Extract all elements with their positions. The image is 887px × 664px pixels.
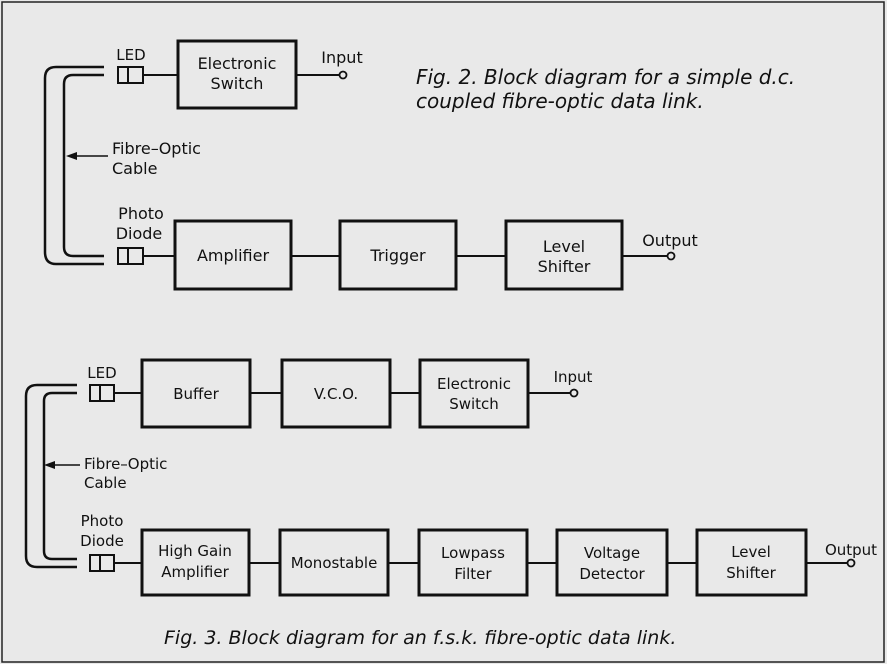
- fig2-trigger-label: Trigger: [369, 246, 426, 265]
- fig2-input-terminal: [338, 70, 348, 80]
- fig2-caption-line-1: Fig. 2. Block diagram for a simple d.c.: [416, 65, 795, 89]
- fig3-lowpass-filter-block: [417, 528, 529, 597]
- fig2-output-terminal: [666, 251, 676, 261]
- fig2-switch-label-1: Electronic: [198, 54, 277, 73]
- fig3-lowpass-label-2: Filter: [454, 565, 492, 583]
- fig3-switch-label-1: Electronic: [437, 375, 511, 393]
- fig3-led-label: LED: [87, 364, 116, 382]
- fig3-cable-label-1: Fibre–Optic: [84, 455, 167, 473]
- fig3-electronic-switch-block: [418, 358, 530, 429]
- fig2-photodiode-label-1: Photo: [118, 204, 164, 223]
- fig3-photodiode-icon: [89, 554, 115, 572]
- fig2-level-shifter-label-2: Shifter: [538, 257, 591, 276]
- fig2-led-label: LED: [116, 46, 145, 64]
- fig2-switch-label-2: Switch: [211, 74, 264, 93]
- fig3-hg-amp-label-2: Amplifier: [161, 563, 229, 581]
- fig3-voltage-detector-block: [555, 528, 669, 597]
- fig3-voltage-detector-label-1: Voltage: [584, 544, 640, 562]
- fig3-caption: Fig. 3. Block diagram for an f.s.k. fibr…: [164, 627, 676, 649]
- fig3-monostable-label: Monostable: [291, 554, 378, 572]
- fig2-photodiode-icon: [117, 247, 144, 265]
- fig3-voltage-detector-label-2: Detector: [579, 565, 645, 583]
- fig3-vco-label: V.C.O.: [314, 385, 358, 403]
- fig2-output-label: Output: [642, 231, 698, 250]
- fig3-switch-label-2: Switch: [449, 395, 499, 413]
- fig2-level-shifter-label-1: Level: [543, 237, 585, 256]
- fig3-level-shifter-label-1: Level: [731, 543, 771, 561]
- fig2-fibre-cable: [43, 65, 104, 266]
- fig3-lowpass-label-1: Lowpass: [441, 544, 505, 562]
- fig3-cable-label-2: Cable: [84, 474, 127, 492]
- fig2-photodiode-label-2: Diode: [116, 224, 163, 243]
- fig3-led-icon: [89, 384, 115, 402]
- fig3-output-label: Output: [825, 541, 877, 559]
- fig3-hg-amp-label-1: High Gain: [158, 542, 232, 560]
- fig2-cable-label-1: Fibre–Optic: [112, 139, 201, 158]
- fig2-input-label: Input: [321, 48, 362, 67]
- fig2-amplifier-label: Amplifier: [197, 246, 270, 265]
- fig3-level-shifter-block: [695, 528, 808, 597]
- fig3-cable-arrow-icon: [44, 461, 55, 469]
- fig3-fibre-cable: [24, 383, 77, 569]
- fig2-led-icon: [117, 66, 144, 84]
- fig2-caption-line-2: coupled fibre-optic data link.: [416, 89, 704, 113]
- fig3-input-label: Input: [554, 368, 593, 386]
- fig2-diagram: [43, 39, 676, 291]
- fig3-buffer-label: Buffer: [173, 385, 219, 403]
- fig2-cable-label-2: Cable: [112, 159, 157, 178]
- fig3-diagram: [24, 358, 856, 597]
- fig2-cable-arrow-icon: [66, 152, 77, 160]
- fig3-input-terminal: [569, 388, 579, 398]
- fig3-output-terminal: [846, 558, 856, 568]
- fig3-photodiode-label-1: Photo: [81, 512, 124, 530]
- fig3-photodiode-label-2: Diode: [80, 532, 124, 550]
- fig3-level-shifter-label-2: Shifter: [726, 564, 776, 582]
